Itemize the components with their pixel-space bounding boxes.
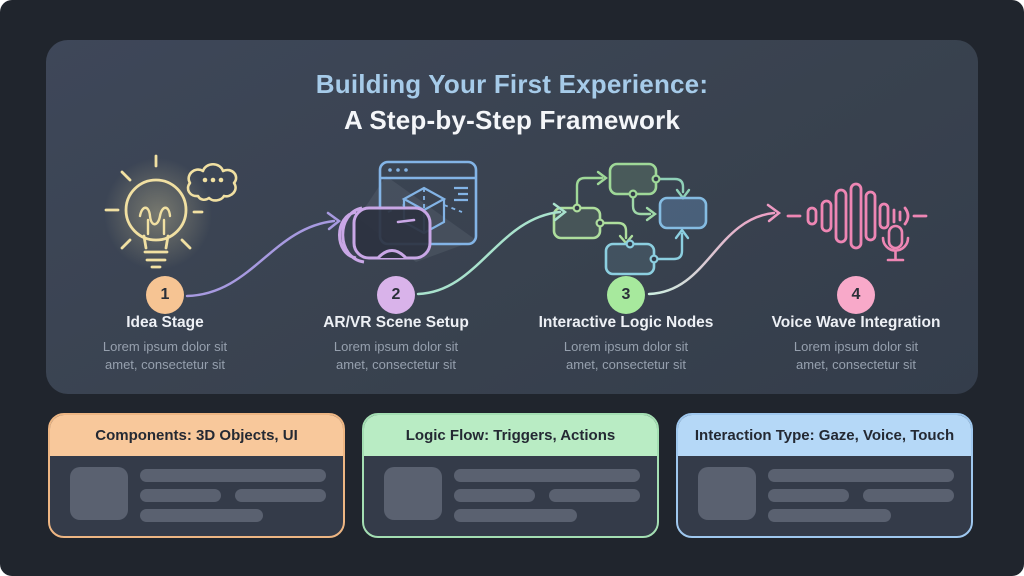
card-logic-flow: Logic Flow: Triggers, Actions: [362, 413, 659, 538]
step-1-badge: 1: [146, 276, 184, 314]
placeholder-thumbnail: [384, 467, 442, 520]
step-4-label: Voice Wave Integration: [771, 314, 941, 331]
thought-bubble-icon: [186, 162, 238, 202]
placeholder-thumbnail: [698, 467, 756, 520]
step-2-number: 2: [391, 286, 401, 303]
vr-headset-icon: [338, 206, 432, 264]
page-title: Building Your First Experience: A Step-b…: [0, 66, 1024, 138]
step-1-description: Lorem ipsum dolor sit amet, consectetur …: [102, 339, 228, 372]
placeholder-text-bars: [454, 467, 640, 522]
step-1-number: 1: [160, 286, 170, 303]
microphone-icon: [881, 224, 910, 262]
card-logic-flow-body: [364, 456, 657, 522]
step-3-text: Interactive Logic Nodes Lorem ipsum dolo…: [511, 314, 741, 373]
step-4-badge: 4: [837, 276, 875, 314]
card-components-body: [50, 456, 343, 522]
step-1-text: Idea Stage Lorem ipsum dolor sit amet, c…: [50, 314, 280, 373]
step-4-number: 4: [851, 286, 861, 303]
placeholder-text-bars: [140, 467, 326, 522]
vr-headset-scene-icon: [338, 160, 478, 264]
card-interaction-type-header: Interaction Type: Gaze, Voice, Touch: [678, 415, 971, 456]
logic-node: [658, 196, 708, 230]
lightbulb-idea-icon: [104, 154, 238, 270]
step-2-description: Lorem ipsum dolor sit amet, consectetur …: [333, 339, 459, 372]
step-2-label: AR/VR Scene Setup: [323, 314, 469, 331]
title-line-1: Building Your First Experience:: [315, 69, 709, 99]
card-interaction-type: Interaction Type: Gaze, Voice, Touch: [676, 413, 973, 538]
logic-flow-nodes-icon: [552, 162, 708, 276]
card-components: Components: 3D Objects, UI: [48, 413, 345, 538]
step-2-badge: 2: [377, 276, 415, 314]
step-3-description: Lorem ipsum dolor sit amet, consectetur …: [563, 339, 689, 372]
card-components-header: Components: 3D Objects, UI: [50, 415, 343, 456]
step-2-text: AR/VR Scene Setup Lorem ipsum dolor sit …: [281, 314, 511, 373]
placeholder-thumbnail: [70, 467, 128, 520]
placeholder-text-bars: [768, 467, 954, 522]
step-3-number: 3: [621, 286, 631, 303]
step-1-label: Idea Stage: [126, 314, 204, 331]
step-3-badge: 3: [607, 276, 645, 314]
voice-wave-mic-icon: [786, 182, 928, 262]
card-logic-flow-header: Logic Flow: Triggers, Actions: [364, 415, 657, 456]
step-4-description: Lorem ipsum dolor sit amet, consectetur …: [793, 339, 919, 372]
step-4-text: Voice Wave Integration Lorem ipsum dolor…: [741, 314, 971, 373]
card-interaction-type-body: [678, 456, 971, 522]
step-3-label: Interactive Logic Nodes: [538, 314, 714, 331]
title-line-2: A Step-by-Step Framework: [343, 105, 681, 135]
